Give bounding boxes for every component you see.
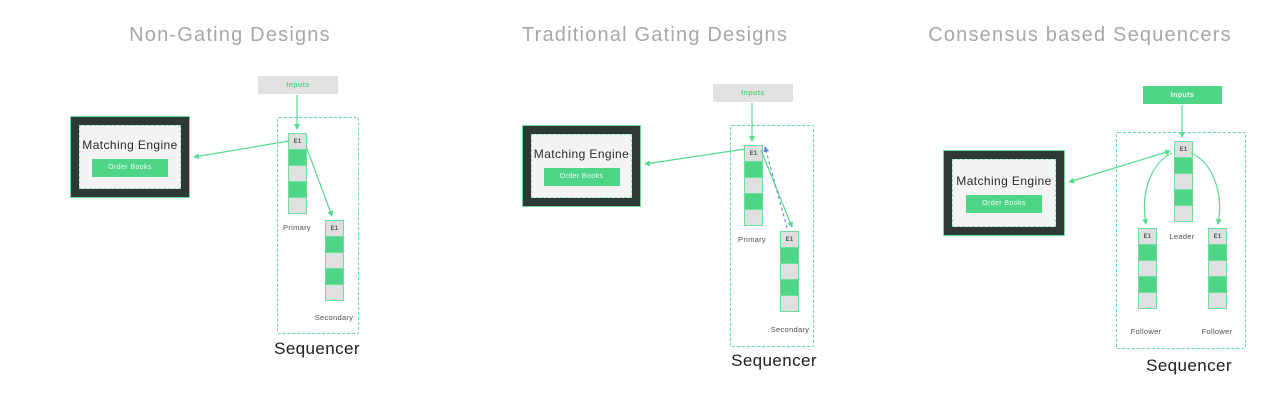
panel1-secondary-stack: E1 (325, 220, 344, 301)
panel1-matching-engine-inner: Matching Engine Order Books (79, 125, 181, 189)
panel2-primary-stack: E1 (744, 145, 763, 226)
slot-cell-green (1138, 276, 1157, 293)
panel3-follower-right-label: Follower (1201, 327, 1233, 336)
panel2-order-books-button: Order Books (543, 167, 620, 186)
panel1-order-books-button: Order Books (92, 158, 168, 177)
slot-cell-green (780, 279, 799, 296)
panel1-primary-label: Primary (283, 223, 311, 232)
panel3-order-books-button: Order Books (966, 194, 1042, 213)
panel2-matching-engine-title: Matching Engine (533, 146, 630, 161)
panel1-matching-engine: Matching Engine Order Books (70, 116, 190, 198)
slot-cell-gray (288, 197, 307, 214)
panel3-leader-stack: E1 (1174, 141, 1193, 222)
slot-cell-gray (744, 209, 763, 226)
slot-cell-green (1174, 157, 1193, 174)
panel1-sequencer-label: Sequencer (274, 339, 360, 358)
panel2-sequencer-box (730, 125, 814, 347)
panel2-inputs-box: Inputs (713, 84, 793, 102)
panel3-inputs-box: Inputs (1143, 86, 1222, 104)
slot-cell-gray (1174, 173, 1193, 190)
panel2-primary-label: Primary (738, 235, 766, 244)
slot-cell-gray (325, 252, 344, 269)
panel1-primary-to-engine-arrow (193, 140, 290, 160)
panel3-matching-engine-inner: Matching Engine Order Books (952, 159, 1056, 227)
panel3-matching-engine-title: Matching Engine (956, 173, 1052, 188)
panel1-matching-engine-title: Matching Engine (82, 137, 178, 152)
slot-cell-gray (1208, 260, 1227, 277)
slot-cell-gray (780, 263, 799, 280)
e1-cell: E1 (1174, 141, 1193, 158)
panel1-primary-stack: E1 (288, 133, 307, 214)
panel2-secondary-stack: E1 (780, 231, 799, 312)
e1-cell: E1 (288, 133, 307, 150)
panel2-matching-engine-inner: Matching Engine Order Books (531, 134, 632, 198)
slot-cell-green (1208, 244, 1227, 261)
panel2-matching-engine: Matching Engine Order Books (522, 125, 641, 207)
panel2-title: Traditional Gating Designs (521, 24, 789, 46)
slot-cell-gray (1208, 292, 1227, 309)
slot-cell-green (1138, 244, 1157, 261)
panel1-inputs-box: Inputs (258, 76, 338, 94)
slot-cell-green (325, 236, 344, 253)
slot-cell-gray (780, 295, 799, 312)
panel3-leader-label: Leader (1169, 232, 1195, 241)
panel1-title: Non-Gating Designs (129, 24, 331, 46)
slot-cell-gray (1138, 260, 1157, 277)
slot-cell-gray (1174, 205, 1193, 222)
panel3-follower-right-stack: E1 (1208, 228, 1227, 309)
e1-cell: E1 (780, 231, 799, 248)
slot-cell-gray (744, 177, 763, 194)
panel2-secondary-label: Secondary (770, 325, 810, 334)
panel3-follower-left-stack: E1 (1138, 228, 1157, 309)
slot-cell-gray (325, 284, 344, 301)
panel1-secondary-label: Secondary (314, 313, 354, 322)
e1-cell: E1 (744, 145, 763, 162)
panel3-follower-left-label: Follower (1130, 327, 1162, 336)
e1-cell: E1 (1208, 228, 1227, 245)
panel3-title: Consensus based Sequencers (928, 24, 1232, 46)
slot-cell-green (325, 268, 344, 285)
slot-cell-green (744, 193, 763, 210)
slot-cell-green (1208, 276, 1227, 293)
panel3-sequencer-label: Sequencer (1146, 356, 1232, 375)
e1-cell: E1 (1138, 228, 1157, 245)
slot-cell-green (288, 149, 307, 166)
slot-cell-green (780, 247, 799, 264)
slot-cell-gray (288, 165, 307, 182)
slot-cell-gray (1138, 292, 1157, 309)
panel1-sequencer-box (277, 117, 359, 334)
slot-cell-green (744, 161, 763, 178)
e1-cell: E1 (325, 220, 344, 237)
panel3-matching-engine: Matching Engine Order Books (943, 150, 1065, 236)
slot-cell-green (288, 181, 307, 198)
slot-cell-green (1174, 189, 1193, 206)
panel2-sequencer-label: Sequencer (731, 351, 817, 370)
